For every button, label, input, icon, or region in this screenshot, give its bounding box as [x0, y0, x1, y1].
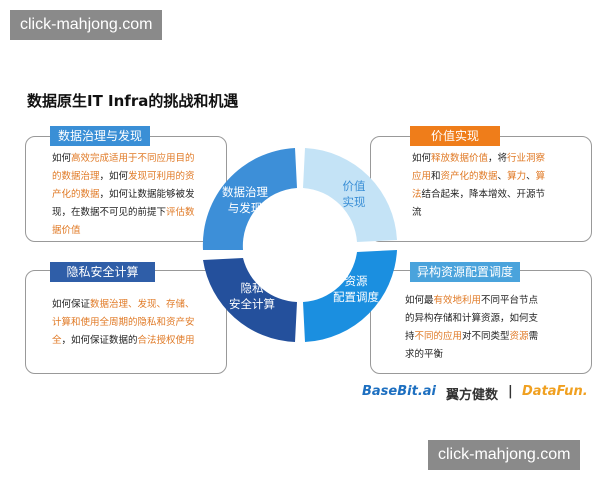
highlighted-text: 不同的应用 [414, 331, 463, 342]
highlighted-text: 资产化的数据 [440, 171, 498, 182]
logo-separator: | [508, 384, 513, 399]
card-text-privacy: 如何保证数据治理、发现、存储、计算和使用全周期的隐私和资产安全，如何保证数据的合… [52, 296, 197, 350]
highlighted-text: 发现可利用的资产化的数据 [52, 171, 195, 200]
highlighted-text: 合法授权使用 [137, 335, 195, 346]
card-title-value: 价值实现 [410, 126, 500, 146]
ring-segment-value [303, 148, 397, 242]
highlighted-text: 算力 [507, 171, 527, 182]
ring-label-governance-1: 数据治理 [222, 185, 268, 199]
ring-label-scheduling-2: 配置调度 [333, 290, 379, 304]
ring-label-governance-2: 与发现 [228, 201, 263, 215]
card-text-scheduling: 如何最有效地利用不同平台节点的异构存储和计算资源，如何支持不同的应用对不同类型资… [405, 292, 540, 364]
highlighted-text: 行业洞察应用 [412, 153, 546, 182]
ring-segment-privacy [203, 258, 297, 342]
highlighted-text: 高效完成适用于不同应用目的的数据治理 [52, 153, 195, 182]
basebit-cn-logo: 翼方健数 [446, 388, 499, 403]
ring-segment-governance [202, 148, 297, 250]
highlighted-text: 资源 [509, 331, 529, 342]
text-segment: 、 [497, 171, 508, 182]
card-data-governance [25, 136, 227, 242]
page-title: 数据原生IT Infra的挑战和机遇 [27, 92, 239, 110]
highlighted-text: 有效地利用 [433, 295, 482, 306]
text-segment: 需求的平衡 [405, 331, 539, 360]
text-segment: 如何最 [405, 295, 434, 306]
card-title-scheduling: 异构资源配置调度 [410, 262, 520, 282]
text-segment: ，如何保证数据的 [61, 335, 138, 346]
ring-segment-scheduling [303, 250, 397, 342]
card-text-value: 如何释放数据价值，将行业洞察应用和资产化的数据、算力、算法结合起来，降本增效、开… [412, 150, 552, 222]
basebit-logo: BaseBit.ai [362, 384, 436, 399]
highlighted-text: 释放数据价值 [431, 153, 489, 164]
ring-label-value-2: 实现 [343, 195, 366, 209]
ring-label-privacy-1: 隐私 [241, 281, 264, 295]
text-segment: 如何 [52, 153, 72, 164]
card-title-privacy: 隐私安全计算 [50, 262, 155, 282]
card-privacy [25, 270, 227, 374]
text-segment: 、 [526, 171, 536, 182]
ring-label-value-1: 价值 [343, 179, 366, 193]
text-segment: 不同平台节点的异构存储和计算资源，如何支持 [405, 295, 539, 342]
datafun-logo: DataFun. [522, 384, 588, 399]
card-text-data-governance: 如何高效完成适用于不同应用目的的数据治理，如何发现可利用的资产化的数据，如何让数… [52, 150, 197, 240]
text-segment: ，如何让数据能够被发现，在数据不可见的前提下 [52, 189, 195, 218]
highlighted-text: 评估数据价值 [52, 207, 195, 236]
ring-label-scheduling-1: 资源 [345, 274, 368, 288]
highlighted-text: 数据治理、发现、存储、计算和使用全周期的隐私和资产安全 [52, 299, 195, 346]
text-segment: 结合起来，降本增效、开源节流 [412, 189, 546, 218]
text-segment: 如何保证 [52, 299, 91, 310]
highlighted-text: 算法 [412, 171, 546, 200]
text-segment: ，如何 [99, 171, 129, 182]
text-segment: ，将 [488, 153, 508, 164]
watermark-top: click-mahjong.com [10, 10, 163, 40]
ring-label-privacy-2: 安全计算 [229, 297, 275, 311]
text-segment: 如何 [412, 153, 432, 164]
card-title-data-governance: 数据治理与发现 [50, 126, 150, 146]
watermark-bottom: click-mahjong.com [428, 440, 581, 470]
text-segment: 对不同类型 [462, 331, 510, 342]
text-segment: 和 [431, 171, 441, 182]
card-scheduling [370, 270, 592, 374]
